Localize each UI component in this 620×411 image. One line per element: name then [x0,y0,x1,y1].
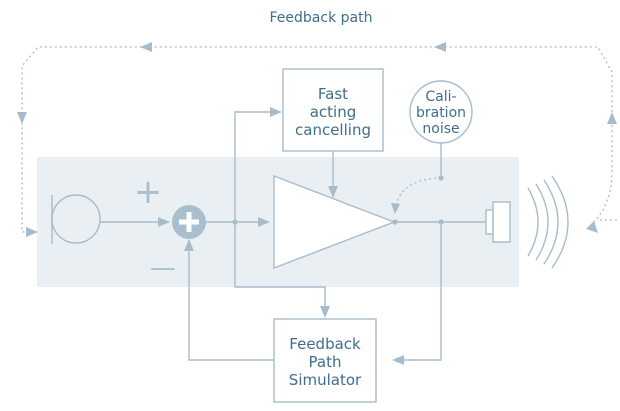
fast-cancel-line1: Fast [318,85,348,103]
feedback-path-simulator-box: Feedback Path Simulator [273,318,377,403]
calibration-line1: Cali- [425,89,456,105]
fast-acting-cancelling-box: Fast acting cancelling [282,68,384,152]
speaker-icon [485,201,511,243]
simulator-line1: Feedback [289,335,361,353]
calibration-line2: bration [416,105,466,121]
feedback-path-label: Feedback path [270,10,373,26]
amplifier-icon [273,174,396,270]
fast-cancel-line2: acting [310,103,357,121]
arrow-icon [586,221,598,233]
arrow-icon [434,42,446,52]
calibration-line3: noise [422,121,459,137]
simulator-line3: Simulator [289,371,362,389]
sound-waves-icon [527,175,569,269]
simulator-line2: Path [309,353,342,371]
minus-sign: — [150,253,176,283]
arrow-icon [140,42,152,52]
fast-cancel-line3: cancelling [295,121,371,139]
microphone-icon [51,194,101,244]
arrow-icon [607,112,617,124]
arrow-icon [26,227,38,237]
plus-sign: + [134,172,163,212]
calibration-noise-circle: Cali- bration noise [409,80,473,144]
external-feedback-loop [17,42,620,237]
summing-junction-icon [172,205,206,239]
arrow-icon [17,112,27,124]
